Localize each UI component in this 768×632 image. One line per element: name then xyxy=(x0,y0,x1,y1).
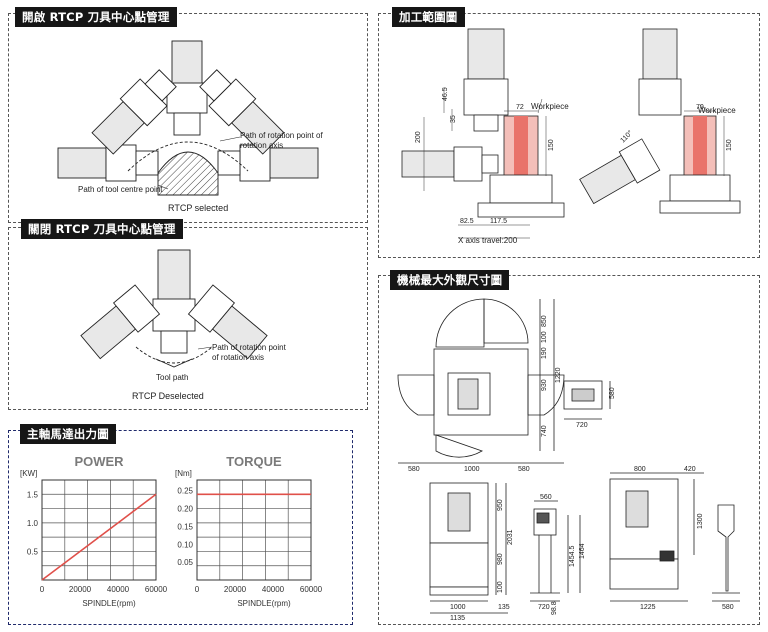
dimensions-title: 機械最大外觀尺寸圖 xyxy=(390,270,510,290)
y-tick-label: 0.20 xyxy=(177,505,193,514)
power-chart: POWER [KW] 0.5 1.0 1.5 0 20000 40000 60000SPINDL… xyxy=(20,454,168,608)
label-rotation-line-2: rotation axis xyxy=(240,141,284,150)
svg-text:740: 740 xyxy=(541,425,548,437)
rtcp-selected-drawing xyxy=(57,40,319,196)
svg-text:850: 850 xyxy=(541,315,548,327)
svg-text:98.8: 98.8 xyxy=(551,601,558,615)
machining-drawing: 46.5 35 200 72 150 82.5 117.5 70 150 110… xyxy=(401,28,741,239)
x-axis-label: SPINDLE(rpm) xyxy=(237,599,291,608)
rtcp-off-title: 關閉 RTCP 刀具中心點管理 xyxy=(21,219,183,239)
x-tick-label: 0 xyxy=(40,585,45,594)
plot-frame xyxy=(196,479,312,581)
y-tick-label: 0.15 xyxy=(177,522,193,531)
x-tick-label: 20000 xyxy=(224,585,247,594)
y-axis-label: [KW] xyxy=(20,469,37,478)
x-axis-label: SPINDLE(rpm) xyxy=(82,599,136,608)
y-tick-label: 0.05 xyxy=(177,558,193,567)
svg-text:720: 720 xyxy=(576,422,588,429)
y-tick-label: 0.25 xyxy=(177,487,193,496)
rtcp-deselected-caption: RTCP Deselected xyxy=(132,391,204,401)
plot-frame xyxy=(41,479,157,581)
y-axis-label: [Nm] xyxy=(175,469,192,478)
rtcp-deselected-drawing xyxy=(80,249,268,368)
svg-text:1000: 1000 xyxy=(450,604,466,611)
svg-text:117.5: 117.5 xyxy=(490,218,507,225)
rtcp-selected-panel xyxy=(8,13,368,223)
svg-text:70: 70 xyxy=(696,104,704,111)
svg-text:82.5: 82.5 xyxy=(460,218,474,225)
chart-title: POWER xyxy=(74,454,124,469)
output-panel xyxy=(8,430,353,625)
svg-text:100: 100 xyxy=(541,331,548,343)
y-tick-label: 0.10 xyxy=(177,540,193,549)
svg-text:1225: 1225 xyxy=(640,604,656,611)
svg-text:1220: 1220 xyxy=(555,367,562,383)
svg-text:135: 135 xyxy=(498,604,510,611)
svg-text:35: 35 xyxy=(450,115,457,123)
svg-text:2031: 2031 xyxy=(507,529,514,545)
svg-text:580: 580 xyxy=(609,387,616,399)
x-tick-label: 60000 xyxy=(300,585,323,594)
svg-text:950: 950 xyxy=(497,499,504,511)
svg-text:150: 150 xyxy=(726,139,733,151)
svg-text:720: 720 xyxy=(538,604,550,611)
svg-text:1000: 1000 xyxy=(464,466,480,473)
svg-text:580: 580 xyxy=(408,466,420,473)
dimensions-panel xyxy=(378,275,760,625)
x-axis-travel: X axis travel:200 xyxy=(458,236,518,245)
svg-text:200: 200 xyxy=(415,131,422,143)
svg-text:190: 190 xyxy=(541,347,548,359)
output-title: 主軸馬達出力圖 xyxy=(20,424,116,444)
dimensions-drawing: 850 100 190 1220 930 740 580 1000 580 58… xyxy=(397,298,740,622)
svg-text:46.5: 46.5 xyxy=(442,87,449,101)
label-tool-path: Tool path xyxy=(156,373,189,382)
svg-text:110°: 110° xyxy=(619,129,635,145)
rtcp-selected-caption: RTCP selected xyxy=(168,203,229,213)
y-tick-label: 1.0 xyxy=(27,519,39,528)
y-tick-label: 1.5 xyxy=(27,490,39,499)
svg-text:72: 72 xyxy=(516,104,524,111)
svg-text:800: 800 xyxy=(634,466,646,473)
rtcp-on-title: 開啟 RTCP 刀具中心點管理 xyxy=(15,7,177,27)
workpiece-label-right: Workpiece xyxy=(698,106,736,115)
y-tick-label: 0.5 xyxy=(27,547,39,556)
machining-title: 加工範圍圖 xyxy=(392,7,465,27)
label-rotation-off-2: of rotation axis xyxy=(212,353,265,362)
svg-text:980: 980 xyxy=(497,553,504,565)
x-tick-label: 0 xyxy=(195,585,200,594)
label-rotation-off-1: Path of rotation point xyxy=(212,343,286,352)
svg-text:420: 420 xyxy=(684,466,696,473)
svg-text:560: 560 xyxy=(540,494,552,501)
svg-text:1454.5: 1454.5 xyxy=(569,545,576,567)
x-tick-label: 40000 xyxy=(262,585,285,594)
svg-text:1464: 1464 xyxy=(579,543,586,559)
torque-chart: TORQUE [Nm] 0.05 0.10 0.15 0.20 0.25 0 20000 4000… xyxy=(175,454,323,608)
label-rotation-line-1: Path of rotation point of xyxy=(240,131,323,140)
svg-text:100: 100 xyxy=(497,581,504,593)
svg-text:150: 150 xyxy=(548,139,555,151)
series-line xyxy=(41,493,157,581)
label-tool-centre: Path of tool centre point xyxy=(78,185,163,194)
svg-text:580: 580 xyxy=(722,604,734,611)
svg-text:580: 580 xyxy=(518,466,530,473)
workpiece-label-left: Workpiece xyxy=(531,102,569,111)
rtcp-deselected-panel xyxy=(8,227,368,410)
x-tick-label: 20000 xyxy=(69,585,92,594)
svg-text:930: 930 xyxy=(541,379,548,391)
x-tick-label: 60000 xyxy=(145,585,168,594)
svg-text:1135: 1135 xyxy=(450,615,465,622)
x-tick-label: 40000 xyxy=(107,585,130,594)
svg-text:1300: 1300 xyxy=(697,513,704,529)
machining-range-panel xyxy=(378,13,760,258)
chart-title: TORQUE xyxy=(226,454,282,469)
